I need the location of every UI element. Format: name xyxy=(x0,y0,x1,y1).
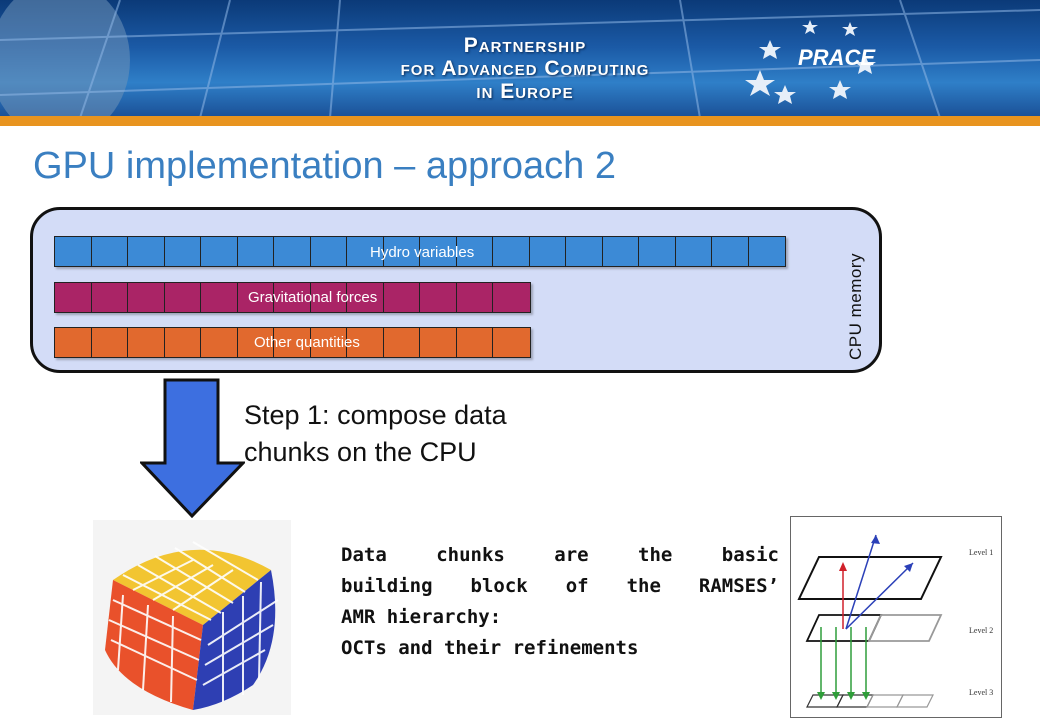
memory-cell xyxy=(311,237,347,266)
memory-cell xyxy=(530,237,566,266)
memory-cell xyxy=(311,283,347,312)
memory-cell xyxy=(311,328,347,357)
memory-cell xyxy=(384,283,420,312)
other-quantities-row xyxy=(54,327,531,358)
memory-cell xyxy=(165,237,201,266)
memory-cell xyxy=(92,283,128,312)
step-1-text: Step 1: compose data chunks on the CPU xyxy=(244,397,507,471)
memory-cell xyxy=(457,328,493,357)
hydro-variables-row xyxy=(54,236,786,267)
memory-cell xyxy=(238,237,274,266)
memory-cell xyxy=(749,237,786,266)
memory-cell xyxy=(493,237,530,266)
memory-cell xyxy=(457,283,493,312)
banner-accent-bar xyxy=(0,116,1040,126)
memory-cell xyxy=(457,237,493,266)
memory-cell xyxy=(92,237,128,266)
banner-line-3: in Europe xyxy=(476,80,574,103)
memory-cell xyxy=(676,237,712,266)
banner-line-2: for Advanced Computing xyxy=(400,57,650,80)
memory-cell xyxy=(201,283,238,312)
gravitational-forces-label: Gravitational forces xyxy=(248,289,378,306)
prace-logo: PRACE xyxy=(745,20,876,104)
memory-cell xyxy=(92,328,128,357)
amr-levels-diagram: Level 1 Level 2 Level 3 xyxy=(790,516,1002,718)
memory-cell xyxy=(347,328,384,357)
gravitational-forces-row xyxy=(54,282,531,313)
level-1-plane xyxy=(797,556,943,600)
memory-cell xyxy=(55,328,92,357)
description-line-3: AMR hierarchy: xyxy=(341,606,502,628)
memory-cell xyxy=(603,237,639,266)
level-2-label: Level 2 xyxy=(969,626,993,635)
memory-cell xyxy=(128,237,165,266)
memory-cell xyxy=(55,283,92,312)
memory-cell xyxy=(128,283,165,312)
memory-cell xyxy=(712,237,749,266)
memory-cell xyxy=(165,283,201,312)
other-quantities-label: Other quantities xyxy=(254,334,360,351)
description-line-1: Data chunks are the basic xyxy=(341,544,779,566)
memory-cell xyxy=(274,283,311,312)
step-line-1: Step 1: compose data xyxy=(244,400,507,430)
banner-title: Partnership for Advanced Computing in Eu… xyxy=(370,34,680,103)
hydro-variables-label: Hydro variables xyxy=(370,244,475,261)
memory-cell xyxy=(238,328,274,357)
rubiks-cube-image xyxy=(93,520,291,715)
memory-cell xyxy=(238,283,274,312)
memory-cell xyxy=(55,237,92,266)
memory-cell xyxy=(384,237,420,266)
memory-cell xyxy=(566,237,603,266)
memory-cell xyxy=(165,328,201,357)
memory-cell xyxy=(420,237,457,266)
memory-cell xyxy=(347,283,384,312)
description-line-4: OCTs and their refinements xyxy=(341,637,639,659)
memory-cell xyxy=(420,328,457,357)
data-chunks-description: Data chunks are the basic building block… xyxy=(341,540,779,664)
step-line-2: chunks on the CPU xyxy=(244,437,477,467)
down-arrow-icon xyxy=(140,378,245,518)
slide-title: GPU implementation – approach 2 xyxy=(33,145,616,187)
memory-cell xyxy=(493,283,530,312)
level-1-label: Level 1 xyxy=(969,548,993,557)
memory-cell xyxy=(384,328,420,357)
memory-cell xyxy=(420,283,457,312)
memory-cell xyxy=(201,328,238,357)
memory-cell xyxy=(274,237,311,266)
memory-cell xyxy=(274,328,311,357)
memory-cell xyxy=(639,237,676,266)
memory-cell xyxy=(493,328,530,357)
description-line-2: building block of the RAMSES’ xyxy=(341,575,779,597)
header-banner: Partnership for Advanced Computing in Eu… xyxy=(0,0,1040,118)
memory-cell xyxy=(128,328,165,357)
cpu-memory-label: CPU memory xyxy=(846,252,865,360)
banner-line-1: Partnership xyxy=(463,34,587,57)
memory-cell xyxy=(347,237,384,266)
level-3-label: Level 3 xyxy=(969,688,993,697)
logo-text: PRACE xyxy=(798,45,876,70)
memory-cell xyxy=(201,237,238,266)
